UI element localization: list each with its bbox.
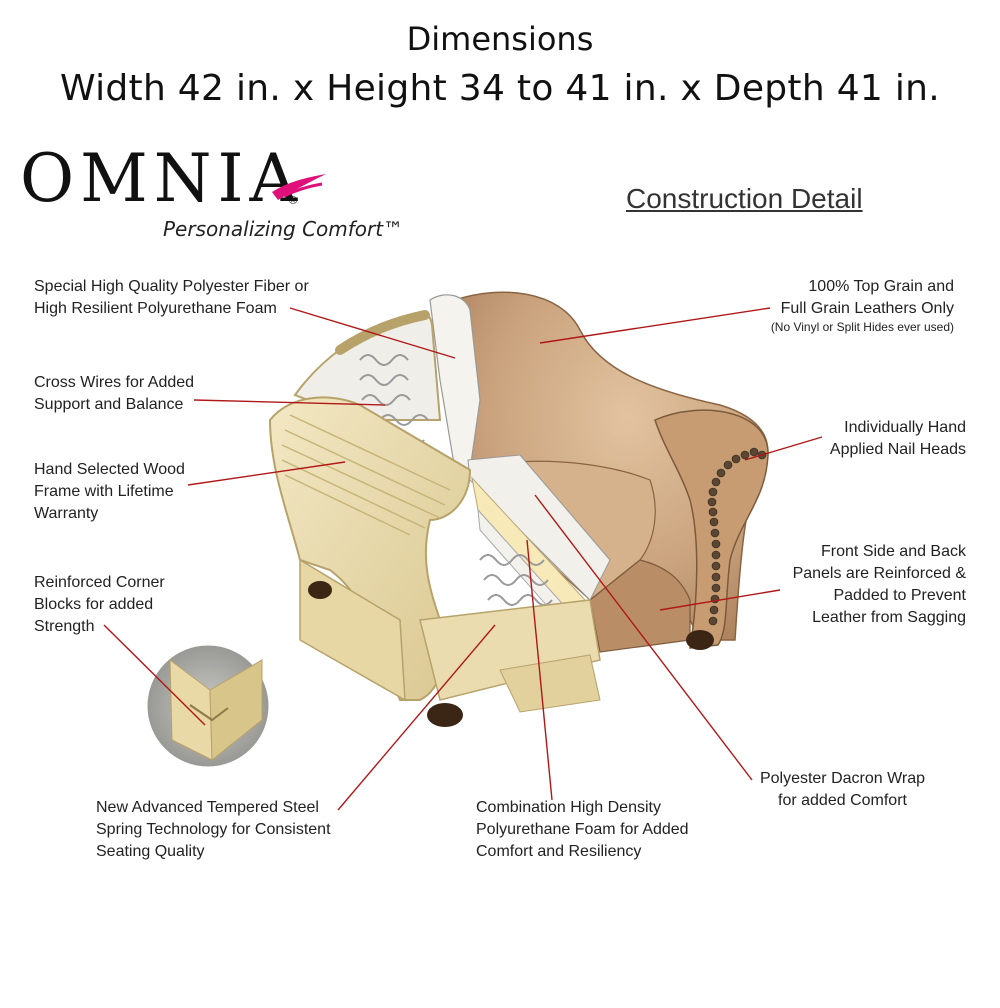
- callout-wood-frame: Hand Selected Wood Frame with Lifetime W…: [34, 461, 185, 522]
- brand-logo: OMNIA: [20, 140, 303, 217]
- brand-registered-mark: ®: [289, 195, 298, 207]
- leader-cross-wires: [193, 399, 386, 406]
- construction-detail-title: Construction Detail: [626, 183, 863, 214]
- callout-cross-wires: Cross Wires for Added Support and Balanc…: [34, 374, 195, 413]
- callout-panels: Front Side and Back Panels are Reinforce…: [792, 543, 966, 626]
- brand-tagline: Personalizing Comfort™: [163, 217, 404, 241]
- brand-swoosh-icon: [272, 174, 326, 200]
- leader-dacron-wrap: [534, 494, 753, 781]
- leader-hd-foam: [526, 539, 553, 801]
- callout-polyester-fiber: Special High Quality Polyester Fiber or …: [34, 278, 309, 317]
- leader-leather: [539, 307, 771, 344]
- callout-dacron-wrap: Polyester Dacron Wrap for added Comfort: [759, 770, 926, 809]
- callout-steel-spring: New Advanced Tempered Steel Spring Techn…: [96, 799, 331, 860]
- chair-feet: [308, 581, 714, 727]
- leader-corner-blocks: [103, 624, 206, 726]
- leader-steel-spring: [337, 624, 496, 811]
- leader-wood-frame: [187, 461, 346, 486]
- callout-leather: 100% Top Grain and Full Grain Leathers O…: [770, 278, 954, 334]
- leader-lines: [103, 307, 823, 811]
- leader-panels: [659, 589, 781, 611]
- callout-nail-heads: Individually Hand Applied Nail Heads: [829, 419, 966, 458]
- dimensions-title: Dimensions: [406, 20, 594, 58]
- leader-nail-heads: [744, 436, 823, 461]
- corner-block-inset: [144, 642, 272, 770]
- brand-name: OMNIA: [20, 140, 304, 217]
- leader-polyester-fiber: [289, 307, 456, 359]
- callout-corner-blocks: Reinforced Corner Blocks for added Stren…: [34, 574, 165, 635]
- dimensions-subtitle: Width 42 in. x Height 34 to 41 in. x Dep…: [59, 68, 941, 109]
- callout-hd-foam: Combination High Density Polyurethane Fo…: [476, 799, 689, 860]
- back-frame: [293, 310, 442, 421]
- wood-arm-frame: [268, 396, 601, 713]
